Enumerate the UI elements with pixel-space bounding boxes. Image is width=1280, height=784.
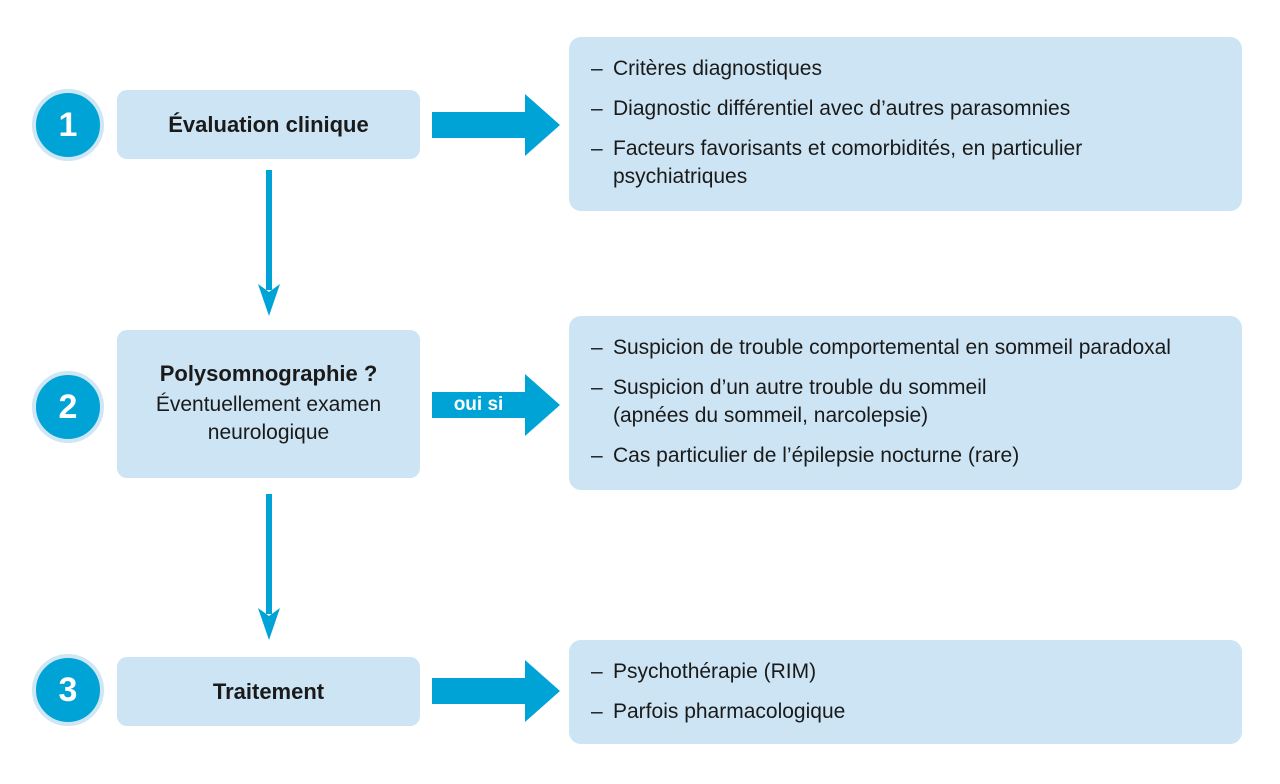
step-number-badge-1: 1 bbox=[32, 89, 104, 161]
step-number-badge-3: 3 bbox=[32, 654, 104, 726]
step-number: 2 bbox=[58, 387, 78, 426]
step-subtitle: Éventuellement examen neurologique bbox=[155, 393, 382, 444]
step-box-treatment: Traitement bbox=[117, 657, 420, 726]
step-title: Polysomnographie ? bbox=[159, 361, 378, 386]
right-arrow-icon bbox=[432, 94, 560, 156]
details-box-treatment: –Psychothérapie (RIM) –Parfois pharmacol… bbox=[569, 640, 1242, 744]
detail-item: –Cas particulier de l’épilepsie nocturne… bbox=[591, 444, 1020, 467]
step-box-evaluation: Évaluation clinique bbox=[117, 90, 420, 159]
detail-item: –Suspicion d’un autre trouble du sommeil… bbox=[591, 376, 987, 427]
right-arrow-icon bbox=[432, 374, 560, 436]
detail-item: –Diagnostic différentiel avec d’autres p… bbox=[591, 97, 1071, 120]
detail-item: –Parfois pharmacologique bbox=[591, 700, 846, 723]
details-box-evaluation: –Critères diagnostiques –Diagnostic diff… bbox=[569, 37, 1242, 211]
detail-item: –Critères diagnostiques bbox=[591, 57, 822, 80]
detail-item: –Facteurs favorisants et comorbidités, e… bbox=[591, 137, 1083, 188]
down-arrow-icon bbox=[258, 494, 280, 640]
step-number-badge-2: 2 bbox=[32, 371, 104, 443]
down-arrow-icon bbox=[258, 170, 280, 316]
step-title: Évaluation clinique bbox=[168, 111, 369, 137]
step-number: 3 bbox=[58, 670, 78, 709]
details-box-polysomnography: –Suspicion de trouble comportemental en … bbox=[569, 316, 1242, 490]
step-number: 1 bbox=[58, 105, 78, 144]
step-box-polysomnography: Polysomnographie ? Éventuellement examen… bbox=[117, 330, 420, 478]
right-arrow-icon bbox=[432, 660, 560, 722]
condition-label: oui si bbox=[453, 394, 504, 415]
step-title: Traitement bbox=[212, 678, 325, 704]
detail-item: –Psychothérapie (RIM) bbox=[591, 660, 817, 683]
detail-item: –Suspicion de trouble comportemental en … bbox=[591, 336, 1171, 359]
